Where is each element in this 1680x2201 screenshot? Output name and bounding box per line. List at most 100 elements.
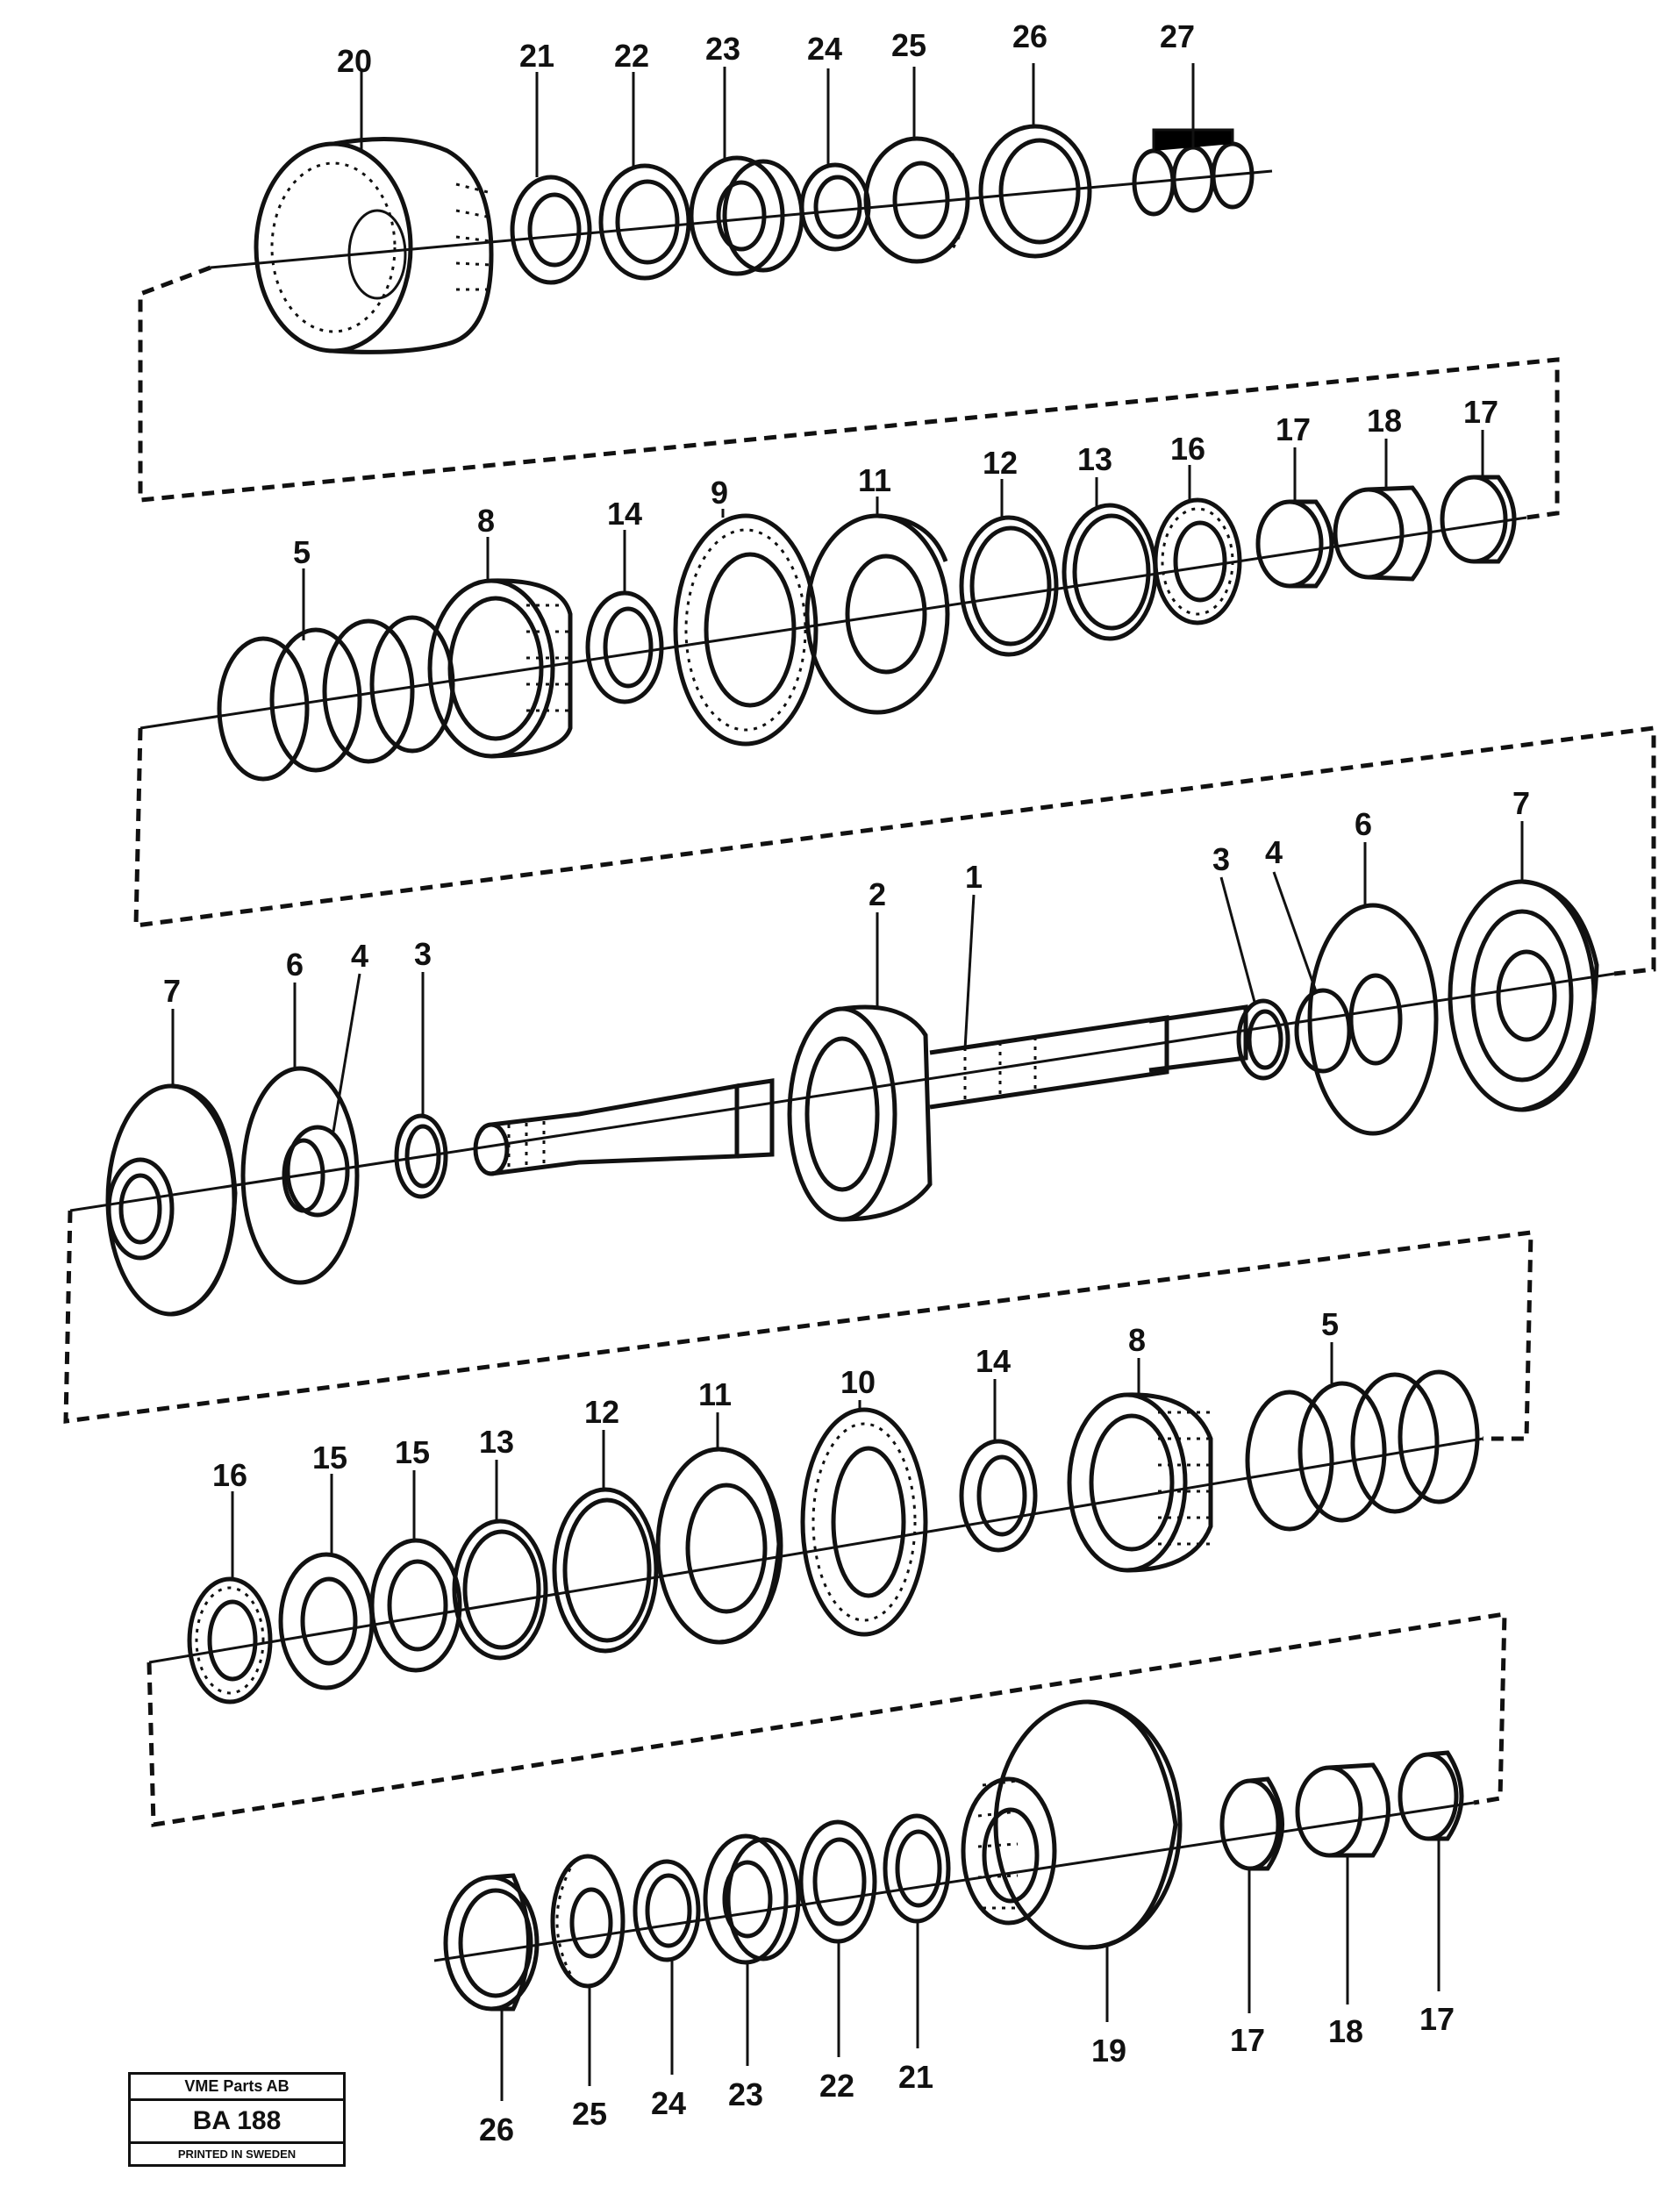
part-23-bearing-race-b xyxy=(703,1833,801,1965)
part-7-cover-left xyxy=(105,1083,238,1317)
label-22-b: 22 xyxy=(819,2068,854,2104)
label-18-a: 18 xyxy=(1367,403,1402,439)
part-27-snap-rings xyxy=(1132,128,1255,217)
part-15-washer-b xyxy=(369,1538,462,1673)
label-21: 21 xyxy=(519,38,554,74)
part-8-clutch-hub xyxy=(427,578,573,759)
part-3-snap-ring-right xyxy=(1236,998,1290,1081)
row4-axis xyxy=(148,1437,1483,1664)
label-14: 14 xyxy=(607,496,642,532)
stamp-code: BA 188 xyxy=(131,2101,343,2144)
label-17-a: 17 xyxy=(1276,411,1311,447)
label-5: 5 xyxy=(293,534,311,570)
label-26-b: 26 xyxy=(479,2112,514,2147)
label-11-b: 11 xyxy=(698,1376,732,1412)
part-17-bushing-d xyxy=(1398,1750,1464,1841)
part-22-ring xyxy=(598,163,691,281)
part-12-ring-b xyxy=(552,1487,659,1654)
part-24-ring xyxy=(799,162,871,252)
label-17-d: 17 xyxy=(1419,2001,1455,2037)
label-27: 27 xyxy=(1160,18,1195,54)
label-11: 11 xyxy=(858,462,891,498)
part-7-cover-right xyxy=(1448,879,1599,1112)
part-11-piston-b xyxy=(655,1447,783,1645)
row2-assembly: 5 8 14 9 11 12 13 16 17 18 17 xyxy=(139,394,1527,782)
row2-axis xyxy=(139,516,1527,730)
part-5-springs-b xyxy=(1245,1369,1480,1532)
label-13: 13 xyxy=(1077,441,1112,477)
dashed-connector-1 xyxy=(138,265,1560,520)
part-18-sleeve xyxy=(1333,485,1433,582)
label-8-b: 8 xyxy=(1128,1322,1146,1358)
label-12-b: 12 xyxy=(584,1394,619,1430)
part-19-gear xyxy=(961,1699,1183,1950)
label-4-left: 4 xyxy=(351,938,368,974)
label-17-b: 17 xyxy=(1463,394,1498,430)
row4-assembly: 16 15 15 13 12 11 10 14 8 5 xyxy=(148,1306,1483,1704)
row5-axis xyxy=(433,1801,1475,1962)
catalog-stamp: VME Parts AB BA 188 PRINTED IN SWEDEN xyxy=(128,2072,346,2167)
part-4-ring-left xyxy=(285,1125,350,1218)
label-15-a: 15 xyxy=(312,1440,347,1476)
label-16-b: 16 xyxy=(212,1457,247,1493)
row1-axis xyxy=(210,169,1273,269)
label-3-right: 3 xyxy=(1212,841,1230,877)
part-20-ring-gear xyxy=(254,137,494,354)
row5-assembly: 26 25 24 23 22 21 19 17 18 17 xyxy=(433,1699,1475,2147)
label-17-c: 17 xyxy=(1230,2022,1265,2058)
part-14-split-ring-b xyxy=(959,1439,1038,1553)
part-4-ring-right xyxy=(1294,988,1352,1074)
dashed-connector-3 xyxy=(63,1210,1533,1441)
part-17-bushing-c xyxy=(1219,1776,1284,1871)
label-18-b: 18 xyxy=(1328,2013,1363,2049)
label-14-b: 14 xyxy=(976,1343,1011,1379)
label-8: 8 xyxy=(477,503,495,539)
label-21-b: 21 xyxy=(898,2059,933,2095)
part-11-piston xyxy=(804,513,950,715)
label-7-left: 7 xyxy=(163,973,181,1009)
dashed-connector-2 xyxy=(133,725,1656,976)
part-22-ring-b xyxy=(798,1819,877,1944)
stamp-company: VME Parts AB xyxy=(131,2075,343,2101)
part-17-bushing-b xyxy=(1440,475,1517,564)
label-22: 22 xyxy=(614,38,649,74)
part-15-washer-a xyxy=(278,1552,375,1690)
stamp-printed: PRINTED IN SWEDEN xyxy=(177,2147,297,2161)
label-24: 24 xyxy=(807,31,842,67)
label-4-right: 4 xyxy=(1265,834,1283,870)
part-25-taper-bearing xyxy=(863,136,970,264)
label-15-b: 15 xyxy=(395,1434,430,1470)
part-8-clutch-hub-b xyxy=(1067,1392,1213,1573)
part-12-ring xyxy=(959,515,1059,657)
part-21-ring-b xyxy=(883,1813,951,1924)
label-16: 16 xyxy=(1170,431,1205,467)
label-23-b: 23 xyxy=(728,2076,763,2112)
part-3-snap-ring-left xyxy=(394,1113,448,1199)
part-14-split-ring xyxy=(585,590,664,704)
label-25-b: 25 xyxy=(572,2096,607,2132)
label-10: 10 xyxy=(840,1364,876,1400)
label-13-b: 13 xyxy=(479,1424,514,1460)
part-26-bearing-cup xyxy=(978,124,1092,259)
part-25-taper-bearing-b xyxy=(550,1854,626,1989)
row3-assembly: 7 6 4 3 2 1 3 4 6 7 xyxy=(69,785,1615,1317)
part-16-needle-bearing xyxy=(1153,497,1242,625)
label-3-left: 3 xyxy=(414,936,432,972)
label-7-right: 7 xyxy=(1512,785,1530,821)
part-26-bearing-cup-b xyxy=(443,1873,540,2012)
part-18-sleeve-b xyxy=(1295,1762,1390,1858)
part-16-needle-bearing-b xyxy=(187,1576,273,1704)
label-20: 20 xyxy=(337,43,372,79)
part-21-ring xyxy=(510,175,592,285)
label-26: 26 xyxy=(1012,18,1047,54)
label-6-left: 6 xyxy=(286,947,304,983)
label-5-b: 5 xyxy=(1321,1306,1339,1342)
part-24-ring-b xyxy=(633,1859,701,1962)
label-9: 9 xyxy=(711,475,728,511)
part-10-friction-disc xyxy=(800,1407,928,1637)
row1-assembly: 20 21 22 23 24 25 26 27 xyxy=(210,18,1273,354)
part-13-ring-b xyxy=(452,1519,548,1661)
part-6-disc-right xyxy=(1307,903,1439,1136)
part-17-bushing-a xyxy=(1255,499,1334,589)
